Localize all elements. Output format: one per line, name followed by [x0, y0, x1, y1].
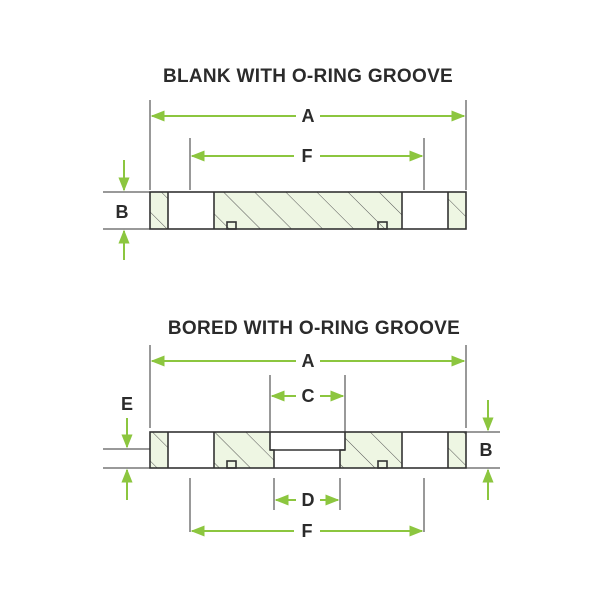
- dimension-b: B: [116, 160, 130, 260]
- blank-flange-diagram: BLANK WITH O-RING GROOVE A F B: [103, 66, 467, 260]
- o-ring-groove: [377, 221, 388, 230]
- label-f: F: [302, 521, 313, 541]
- o-ring-groove: [226, 460, 237, 469]
- dimension-d: D: [274, 490, 340, 510]
- bored-flange-section: [149, 431, 467, 469]
- label-b: B: [480, 440, 493, 460]
- dimension-e: E: [121, 394, 133, 500]
- label-d: D: [302, 490, 315, 510]
- o-ring-groove: [377, 460, 388, 469]
- dimension-a: A: [150, 351, 466, 371]
- label-b: B: [116, 202, 129, 222]
- dimension-c: C: [270, 386, 345, 406]
- dimension-f: F: [190, 521, 424, 541]
- label-f: F: [302, 146, 313, 166]
- dimension-a: A: [150, 106, 466, 126]
- bored-title: BORED WITH O-RING GROOVE: [168, 318, 460, 339]
- bored-flange-diagram: BORED WITH O-RING GROOVE A C E: [103, 318, 500, 541]
- blank-title: BLANK WITH O-RING GROOVE: [163, 66, 453, 87]
- label-e: E: [121, 394, 133, 414]
- label-c: C: [302, 386, 315, 406]
- label-a: A: [302, 351, 315, 371]
- o-ring-groove: [226, 221, 237, 230]
- blank-flange-section: [149, 191, 467, 230]
- dimension-b: B: [480, 400, 494, 500]
- label-a: A: [302, 106, 315, 126]
- dimension-f: F: [190, 146, 424, 166]
